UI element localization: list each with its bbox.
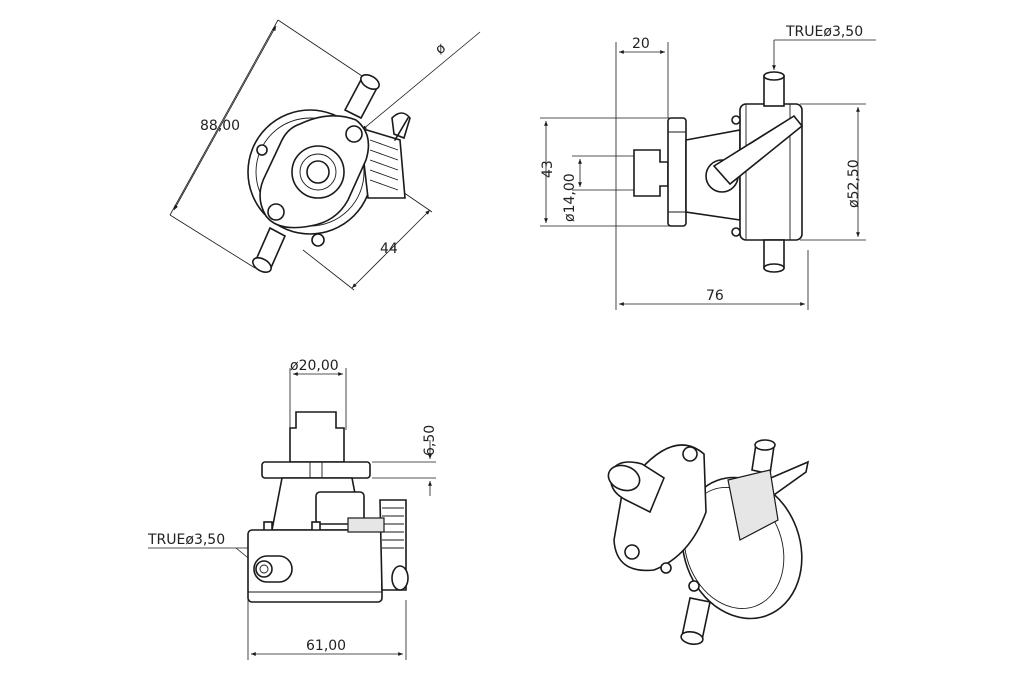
top-flange <box>261 461 371 479</box>
dimension-outlet-side: TRUEø3,50 <box>147 532 259 567</box>
dimension-flange-thick: 6,50 <box>372 425 438 496</box>
side-view: 20 TRUEø3,50 43 ø14,00 ø52,50 <box>540 24 876 310</box>
dim-88-label: 88,00 <box>200 118 240 134</box>
dim-20-label: 20 <box>632 36 650 52</box>
top-view: ø20,00 6,50 TRUEø3,50 61,00 <box>147 358 438 660</box>
side-lever <box>705 114 804 193</box>
side-flange <box>667 117 687 227</box>
shaft-dia-label: ø14,00 <box>562 173 578 222</box>
dimension-diameter-leader: ø <box>361 31 481 131</box>
dim-76-label: 76 <box>706 288 724 304</box>
top-lever <box>347 499 409 591</box>
dimension-outlet-top: TRUEø3,50 <box>772 24 876 70</box>
dimension-44: 44 <box>302 189 433 291</box>
base-width-label: 61,00 <box>306 638 346 654</box>
dimension-76: 76 <box>619 250 809 310</box>
front-view: 88,00 ø 44 <box>169 19 481 291</box>
front-upper-pipe <box>343 73 380 120</box>
front-lower-pipe <box>252 226 287 274</box>
outlet-side-label: TRUEø3,50 <box>147 532 225 548</box>
diameter-symbol-label: ø <box>432 40 449 58</box>
body-dia-label: ø52,50 <box>846 159 862 208</box>
front-lever <box>359 112 411 199</box>
outlet-top-label: TRUEø3,50 <box>785 24 863 40</box>
dim-43-label: 43 <box>540 160 556 178</box>
dimension-flange-dia: ø20,00 <box>289 358 347 430</box>
isometric-view <box>607 439 810 646</box>
top-shaft <box>289 411 345 463</box>
dimension-base-width: 61,00 <box>247 600 407 660</box>
dimension-diag-88: 88,00 <box>169 19 366 269</box>
dimension-20: 20 <box>615 36 669 310</box>
dimension-shaft: ø14,00 <box>562 155 636 222</box>
dimension-43: 43 <box>540 117 680 227</box>
flange-dia-label: ø20,00 <box>290 358 339 374</box>
flange-thick-label: 6,50 <box>422 425 438 456</box>
dimension-body-dia: ø52,50 <box>800 103 866 241</box>
dim-44-label: 44 <box>380 241 398 257</box>
side-shaft <box>633 149 669 197</box>
